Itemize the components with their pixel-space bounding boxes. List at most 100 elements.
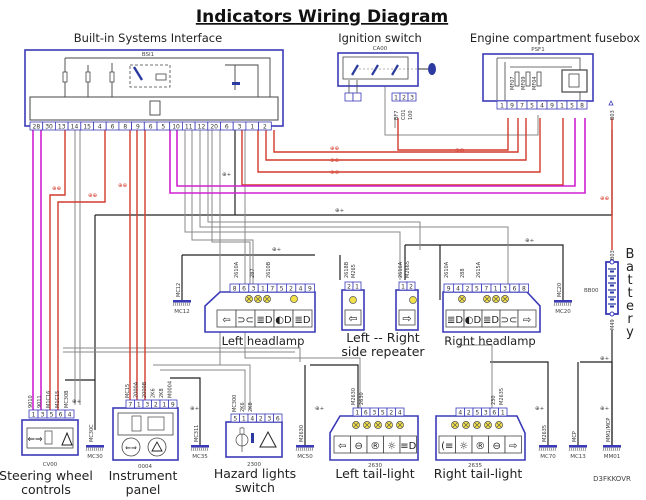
microchip-icon: [149, 100, 161, 116]
battery-label-letter: r: [627, 312, 633, 327]
right-headlamp-pin[interactable]: [518, 283, 530, 293]
ground-label: MC12: [174, 309, 190, 315]
marker-feed: ⊕+: [190, 406, 200, 412]
hazard-pin-label: 3: [267, 416, 271, 423]
battery-label-letter: e: [626, 299, 634, 314]
left-arrow-icon: ⇦: [338, 441, 346, 452]
ground-wire-code: MC30C: [89, 424, 95, 442]
battery-label-letter: t: [627, 286, 632, 301]
bsi-code: BSI1: [142, 52, 154, 58]
bsi-connector-pin-label: 3: [238, 124, 242, 131]
steering-pin[interactable]: [64, 409, 75, 419]
hazard-pin-label: 6: [276, 416, 280, 423]
marker-feed: ⊕+: [600, 356, 610, 362]
indicator-lamp-icon: [121, 437, 141, 457]
wire-gray-left-tail: [244, 130, 361, 410]
ignition-wire-code: BF7: [394, 111, 400, 121]
ground-label: MC50: [297, 454, 313, 460]
left-repeater-pin-label: 2: [347, 284, 351, 291]
steering-wire-code: 9010: [28, 395, 34, 408]
hazard-pin-label: 5: [233, 416, 237, 423]
right-headlamp-wire-code: 2615A: [476, 261, 482, 278]
brake-light-icon: ⊖: [493, 441, 501, 452]
steering-pin-label: 4: [68, 412, 72, 419]
right-tail-pin[interactable]: [498, 407, 508, 417]
wire-feed-left-headlamp: [181, 254, 315, 300]
ignition-pin-label: 2: [402, 95, 406, 102]
fog-light-icon: (≡: [441, 441, 453, 452]
fusebox-code: PSF1: [531, 47, 544, 53]
main-beam-icon: ≣D: [447, 315, 463, 326]
bsi-connector-pin-label: 6: [149, 124, 153, 131]
instrument-pin-label: 3: [145, 402, 149, 409]
instrument-pin[interactable]: [168, 399, 178, 409]
right-repeater-pin-label: 1: [401, 284, 405, 291]
right-headlamp-label: Right headlamp: [444, 334, 535, 348]
right-headlamp-pin-label: 4: [456, 286, 460, 293]
marker-feed: ⊕+: [600, 406, 610, 412]
fuse-icon: [514, 71, 520, 87]
main-beam-icon: ≣D: [294, 315, 310, 326]
steering-pin-label: 3: [41, 412, 45, 419]
ground-label: MC30: [87, 454, 103, 460]
left-headlamp-pin-label: 8: [233, 286, 237, 293]
right-arrow-icon: ⇨: [402, 312, 411, 325]
steering-wire-code: M1C16: [46, 391, 52, 408]
battery-top-wire: B03: [610, 250, 616, 260]
left-tail-pin[interactable]: [395, 407, 405, 417]
left-arrow-icon: ⇦: [348, 312, 357, 325]
left-tail-wire-code: 2630: [359, 392, 365, 405]
fusebox-pin[interactable]: [576, 100, 588, 110]
left-headlamp-pin-label: 3: [252, 286, 256, 293]
instrument-pin-label: 1: [137, 402, 141, 409]
fuse-icon: [109, 71, 115, 83]
wire-red-fuse-5: [273, 118, 519, 153]
bsi-connector-pin-label: 9: [136, 124, 140, 131]
right-headlamp-pin-label: 6: [513, 286, 517, 293]
wire-feed-mc70: [490, 361, 549, 445]
hazard-pin[interactable]: [273, 413, 283, 423]
left-repeater-pin[interactable]: [352, 281, 362, 291]
wire-gray-4: [207, 130, 421, 250]
microchip-icon: [131, 415, 142, 432]
bsi-connector-pin-label: 6: [225, 124, 229, 131]
instrument-wire-code: 2K6: [151, 388, 157, 398]
bulb-icon: [290, 295, 298, 303]
right-repeater-wire-code: M2665: [405, 261, 411, 278]
fog-light-icon: ◐D: [465, 315, 482, 326]
marker-signal: ⊕⊕: [600, 196, 609, 202]
right-arrow-icon: ⇨: [523, 315, 531, 326]
wire-gray-ignition: [384, 80, 539, 136]
bsi-connector-pin-label: 10: [172, 124, 180, 131]
instrument-wire-code: MC15: [125, 384, 131, 398]
hazard-triangle-icon: [259, 430, 277, 448]
ignition-pin[interactable]: [407, 92, 417, 102]
wire-gray-hazard-1: [153, 364, 251, 410]
left-tail-pin-label: 4: [398, 410, 402, 417]
fuse-icon: [62, 71, 68, 83]
wire-feed-right-headlamp: [404, 244, 564, 300]
dipped-beam-icon: ≣D: [256, 315, 272, 326]
right-repeater-pin[interactable]: [406, 281, 416, 291]
right-repeater-pin-label: 2: [409, 284, 413, 291]
side-repeater-label-bottom: side repeater: [341, 344, 425, 359]
bsi-connector-pin[interactable]: [258, 121, 272, 131]
left-headlamp-pin[interactable]: [304, 283, 316, 293]
